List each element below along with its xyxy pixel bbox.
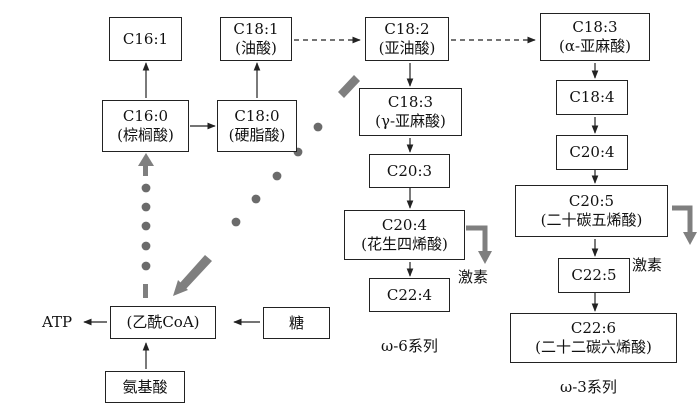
grey-arrow-hormone-omega6	[466, 225, 488, 252]
node-c22-6-common-name: (二十二碳六烯酸)	[535, 338, 652, 356]
node-c20-5-epa: C20:5 (二十碳五烯酸)	[515, 185, 668, 237]
node-c18-2-linoleic-acid: C18:2 (亚油酸)	[365, 17, 449, 61]
atp-label: ATP	[42, 313, 73, 331]
grey-arrow-shaft-upper	[143, 160, 148, 176]
dot	[272, 171, 282, 181]
node-c16-1-label: C16:1	[122, 29, 169, 48]
node-c20-3-label: C20:3	[386, 161, 433, 180]
dot	[141, 221, 151, 231]
dot	[141, 261, 151, 271]
grey-arrowhead-hormone-omega3	[683, 232, 697, 245]
dot	[313, 122, 323, 132]
node-c20-3: C20:3	[369, 154, 450, 188]
node-c16-1: C16:1	[109, 17, 182, 61]
node-acetyl-coa: (乙酰CoA)	[110, 306, 216, 339]
omega6-series-label: ω-6系列	[381, 337, 438, 355]
node-acetyl-coa-label: (乙酰CoA)	[126, 313, 200, 331]
node-c16-0-palmitic-acid: C16:0 (棕榈酸)	[102, 100, 189, 152]
node-c18-1-oleic-acid: C18:1 (油酸)	[220, 17, 292, 61]
hormone-label-omega6: 激素	[458, 268, 489, 286]
grey-arrowhead-diagonal	[173, 280, 188, 296]
grey-arrow-shaft-top	[338, 75, 360, 98]
node-c18-3g-name: C18:3	[387, 93, 434, 111]
node-c20-4-common-name: (花生四烯酸)	[361, 235, 448, 253]
node-c18-4-label: C18:4	[569, 88, 615, 106]
node-c22-4: C22:4	[369, 278, 450, 312]
node-c18-4: C18:4	[556, 80, 628, 115]
grey-arrowhead-up	[138, 153, 154, 166]
node-c18-1-name: C18:1	[233, 20, 279, 38]
grey-arrow-shaft-lower	[143, 284, 148, 298]
node-c20-5-name: C20:5	[568, 192, 615, 210]
node-c20-4-omega3: C20:4	[556, 135, 628, 170]
node-c18-1-common-name: (油酸)	[235, 39, 277, 57]
node-c16-0-common-name: (棕榈酸)	[117, 126, 174, 144]
grey-arrowhead-hormone-omega6	[478, 251, 492, 264]
node-sugar-label: 糖	[288, 313, 304, 332]
node-c22-5: C22:5	[558, 258, 630, 293]
omega3-series-label: ω-3系列	[560, 378, 617, 396]
dot	[251, 194, 261, 204]
dot	[141, 202, 151, 212]
node-c20-5-common-name: (二十碳五烯酸)	[540, 211, 643, 229]
dot	[231, 217, 241, 227]
dot	[141, 183, 151, 193]
node-c18-0-name: C18:0	[234, 107, 280, 125]
node-amino-acid: 氨基酸	[105, 371, 185, 403]
node-c16-0-name: C16:0	[122, 107, 169, 125]
node-c20-4-arachidonic-acid: C20:4 (花生四烯酸)	[344, 210, 465, 260]
node-sugar: 糖	[263, 307, 330, 339]
node-c18-2-name: C18:2	[384, 20, 430, 38]
node-c18-3g-common-name: (γ-亚麻酸)	[375, 112, 446, 130]
node-c18-3a-name: C18:3	[572, 18, 618, 36]
node-c18-2-common-name: (亚油酸)	[378, 39, 436, 57]
node-c22-6-dha: C22:6 (二十二碳六烯酸)	[510, 313, 677, 363]
hormone-label-omega3: 激素	[632, 256, 663, 274]
node-c18-0-common-name: (硬脂酸)	[228, 126, 286, 144]
node-c18-3-gamma-linolenic-acid: C18:3 (γ-亚麻酸)	[359, 88, 462, 136]
grey-arrow-shaft-bottom	[179, 255, 212, 290]
node-c22-5-label: C22:5	[571, 266, 617, 284]
node-c22-6-name: C22:6	[570, 319, 617, 337]
node-amino-acid-label: 氨基酸	[122, 377, 168, 396]
grey-arrow-hormone-omega3	[672, 205, 693, 233]
node-c20-4-omega3-label: C20:4	[569, 143, 615, 161]
node-c22-4-label: C22:4	[386, 285, 433, 304]
node-c18-3a-common-name: (α-亚麻酸)	[559, 37, 631, 55]
node-c18-0-stearic-acid: C18:0 (硬脂酸)	[217, 100, 297, 152]
node-c18-3-alpha-linolenic-acid: C18:3 (α-亚麻酸)	[540, 13, 650, 61]
dot	[141, 241, 151, 251]
node-c20-4-name: C20:4	[381, 216, 428, 234]
